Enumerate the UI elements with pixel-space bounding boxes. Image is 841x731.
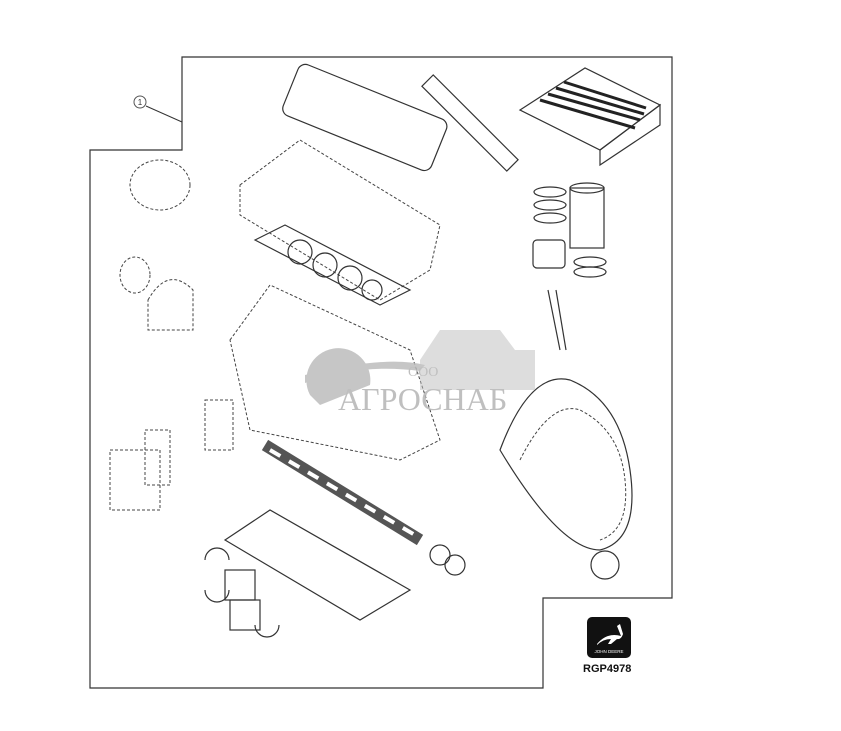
reference-code: RGP4978: [583, 663, 632, 675]
exhaust-gasket: [421, 74, 519, 172]
oil-pan-gasket: [223, 509, 412, 621]
engine-block: [229, 284, 441, 461]
crankshaft: [261, 439, 466, 576]
front-parts: [109, 159, 234, 511]
deer-icon: [597, 624, 623, 645]
piston-liner-set: [532, 182, 607, 351]
head-gasket: [253, 224, 412, 306]
svg-text:АГРОСНАБ: АГРОСНАБ: [338, 381, 507, 417]
agrosnab-watermark: ООО АГРОСНАБ: [305, 330, 535, 417]
valve-cover-gasket: [282, 63, 448, 172]
cylinder-head: [239, 139, 441, 301]
john-deere-logo: JOHN DEERE: [587, 617, 631, 658]
svg-text:1: 1: [138, 98, 143, 107]
callout-1: 1: [133, 95, 183, 123]
timing-cover-gasket: [499, 378, 633, 580]
head-bolts-box: [518, 67, 662, 167]
svg-text:ООО: ООО: [408, 365, 438, 380]
bearings: [204, 547, 280, 638]
diagram-frame: [89, 56, 673, 689]
